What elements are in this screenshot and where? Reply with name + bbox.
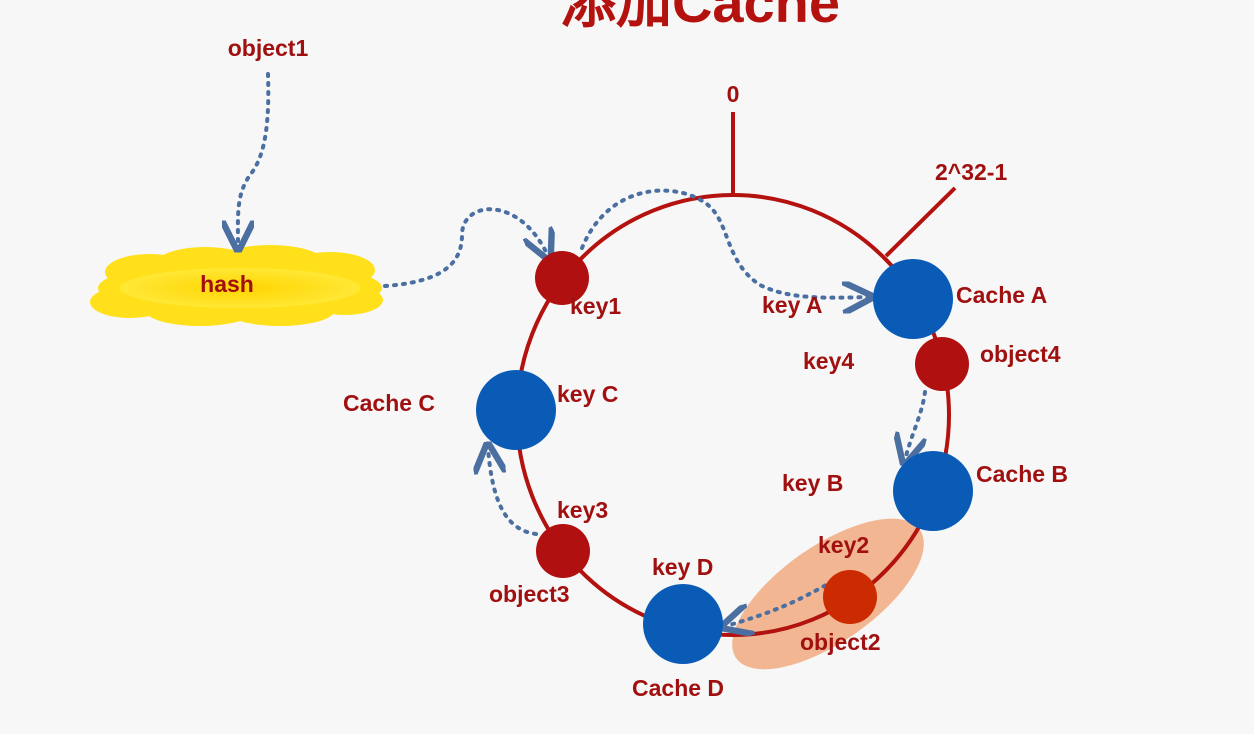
key1-label: key1 [570, 293, 621, 319]
arrow-object4-to-cache-b [905, 390, 927, 460]
key2-label: key2 [818, 532, 869, 558]
cache-c-label: Cache C [343, 390, 435, 416]
arrow-key1-to-cache-a [580, 188, 868, 298]
arrow-object2-to-cache-d [726, 579, 835, 626]
object4-node [915, 337, 969, 391]
object2-node [823, 570, 877, 624]
hash-cloud [90, 245, 383, 326]
key4-label: key4 [803, 348, 854, 374]
key-b-label: key B [782, 470, 843, 496]
max-value-label: 2^32-1 [935, 159, 1007, 185]
cache-b-node [893, 451, 973, 531]
key1-node [535, 251, 589, 305]
cache-a-node [873, 259, 953, 339]
max-value-marker [884, 186, 957, 258]
arrow-object1-to-hash [238, 72, 271, 246]
object4-label: object4 [980, 341, 1061, 367]
diagram-title: 添加Cache [560, 0, 840, 34]
object3-node [536, 524, 590, 578]
cache-c-node [476, 370, 556, 450]
object2-label: object2 [800, 629, 881, 655]
cache-b-label: Cache B [976, 461, 1068, 487]
key-c-label: key C [557, 381, 618, 407]
key-d-label: key D [652, 554, 713, 580]
key-a-label: key A [762, 292, 823, 318]
cache-a-label: Cache A [956, 282, 1047, 308]
cache-d-label: Cache D [632, 675, 724, 701]
arrow-object3-to-cache-c [488, 448, 538, 536]
arrow-hash-to-key1 [383, 207, 548, 288]
key3-label: key3 [557, 497, 608, 523]
cache-d-node [643, 584, 723, 664]
hash-label: hash [200, 271, 254, 297]
object3-label: object3 [489, 581, 570, 607]
zero-label: 0 [727, 81, 740, 107]
object1-label: object1 [228, 35, 309, 61]
